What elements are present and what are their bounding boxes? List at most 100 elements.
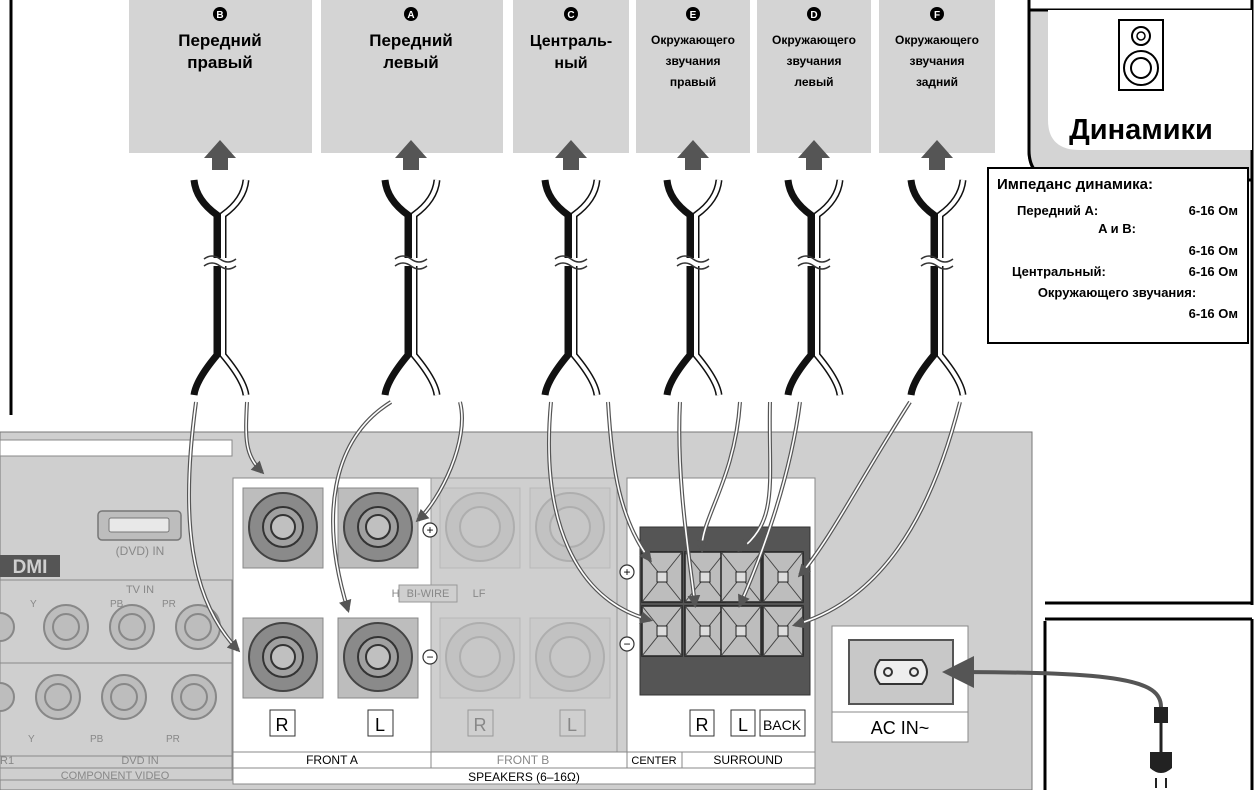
hdmi-logo: DMI <box>13 557 48 578</box>
cable <box>663 179 723 396</box>
speaker-surround-back: F Окружающего звучания задний <box>879 0 995 153</box>
speaker-name: правый <box>670 75 716 89</box>
spring-terminals <box>639 526 811 696</box>
channel-labels: R L R L R L BACK <box>269 709 806 737</box>
pr-label: PR <box>162 599 176 610</box>
svg-text:R: R <box>696 715 709 735</box>
speaker-letter: A <box>407 10 414 21</box>
speakers-label: SPEAKERS (6–16Ω) <box>468 770 580 784</box>
center-label: CENTER <box>631 755 676 767</box>
connection-arrow <box>415 401 464 523</box>
speaker-letter: E <box>690 10 697 21</box>
front-a-terminals <box>242 487 419 699</box>
hdmi-port: (DVD) IN DMI <box>0 510 182 578</box>
y-label: Y <box>28 734 35 745</box>
pr-label: PR <box>166 734 180 745</box>
speaker-name: Централь- <box>530 33 612 50</box>
arrow-up-icon <box>921 140 953 170</box>
speaker-name: Окружающего <box>895 33 979 47</box>
svg-text:L: L <box>567 715 577 735</box>
speakers-tab-label: Динамики <box>1069 114 1213 146</box>
speaker-name: левый <box>794 75 833 89</box>
front-b-terminals <box>439 487 611 699</box>
impedance-center-label: Центральный: <box>1012 264 1106 279</box>
power-plug-icon <box>1150 707 1172 788</box>
front-b-label: FRONT B <box>497 753 549 767</box>
power-cable <box>942 656 1163 708</box>
connection-arrow <box>738 401 802 608</box>
impedance-surround-label: Окружающего звучания: <box>1038 285 1196 300</box>
r1-label: R1 <box>0 755 14 767</box>
impedance-ab-value: 6-16 Ом <box>1189 243 1238 258</box>
surround-label: SURROUND <box>713 753 783 767</box>
cable <box>784 179 844 396</box>
speaker-front-right: B Передний правый <box>129 0 312 153</box>
plus-icon: + <box>623 565 630 579</box>
speaker-labels: B Передний правый A Передний левый C Цен… <box>129 0 995 153</box>
connection-arrow <box>244 401 265 475</box>
speaker-surround-left: D Окружающего звучания левый <box>757 0 871 153</box>
speaker-name: звучания <box>787 54 842 68</box>
speaker-name: задний <box>916 75 958 89</box>
svg-text:L: L <box>738 715 748 735</box>
speaker-cables <box>190 179 967 396</box>
speaker-name: левый <box>383 53 438 72</box>
svg-text:BI-WIRE: BI-WIRE <box>407 588 450 600</box>
speaker-letter: B <box>216 10 223 21</box>
speakers-tab: Динамики <box>1027 8 1254 182</box>
y-label: Y <box>30 599 37 610</box>
speaker-name: звучания <box>666 54 721 68</box>
arrow-up-icon <box>677 140 709 170</box>
connection-arrow <box>797 400 912 578</box>
connection-arrow <box>791 401 962 629</box>
arrow-up-icon <box>555 140 587 170</box>
ac-in-label: AC IN~ <box>871 718 930 738</box>
speaker-name: Окружающего <box>772 33 856 47</box>
svg-text:LF: LF <box>473 588 486 600</box>
svg-text:R: R <box>474 715 487 735</box>
speaker-icon <box>1118 19 1164 91</box>
speaker-letter: D <box>810 10 817 21</box>
svg-text:L: L <box>375 715 385 735</box>
connection-arrows <box>186 400 1163 708</box>
cable <box>381 179 441 396</box>
plus-minus-icons: + − + − <box>422 522 635 665</box>
impedance-front-a-value: 6-16 Ом <box>1189 203 1238 218</box>
speaker-front-left: A Передний левый <box>321 0 503 153</box>
connection-arrow <box>606 401 652 563</box>
connection-arrow <box>331 400 393 614</box>
speaker-name: Передний <box>178 31 261 50</box>
speaker-name: ный <box>554 55 587 72</box>
component-video <box>0 579 233 781</box>
impedance-center-value: 6-16 Ом <box>1189 264 1238 279</box>
arrow-up-icon <box>798 140 830 170</box>
speaker-name: Передний <box>369 31 452 50</box>
connection-arrow <box>677 401 701 609</box>
impedance-title: Импеданс динамика: <box>997 176 1153 193</box>
svg-text:R: R <box>276 715 289 735</box>
impedance-surround-value: 6-16 Ом <box>1189 306 1238 321</box>
cable <box>907 179 967 396</box>
connection-arrow <box>547 401 654 624</box>
minus-icon: − <box>426 650 433 664</box>
speaker-name: правый <box>187 53 253 72</box>
front-a-label: FRONT A <box>306 753 358 767</box>
component-video-label: COMPONENT VIDEO <box>61 770 170 782</box>
arrow-up-icon <box>204 140 236 170</box>
tv-in-label: TV IN <box>126 584 154 596</box>
speaker-surround-right: E Окружающего звучания правый <box>636 0 750 153</box>
speaker-name: звучания <box>910 54 965 68</box>
hdmi-label: (DVD) IN <box>116 544 165 558</box>
bi-wire-label: HF BI-WIRE LF <box>392 584 486 603</box>
impedance-box: Импеданс динамика: Передний A: 6-16 Ом A… <box>987 167 1249 344</box>
speaker-name: Окружающего <box>651 33 735 47</box>
pb-label: PB <box>90 734 104 745</box>
connection-arrow <box>737 401 773 552</box>
connection-arrow <box>186 401 241 653</box>
cable <box>541 179 601 396</box>
impedance-front-a-label: Передний A: <box>1017 203 1098 218</box>
ac-inlet: AC IN~ <box>831 625 969 743</box>
svg-text:BACK: BACK <box>763 717 802 733</box>
speaker-letter: F <box>934 10 940 21</box>
